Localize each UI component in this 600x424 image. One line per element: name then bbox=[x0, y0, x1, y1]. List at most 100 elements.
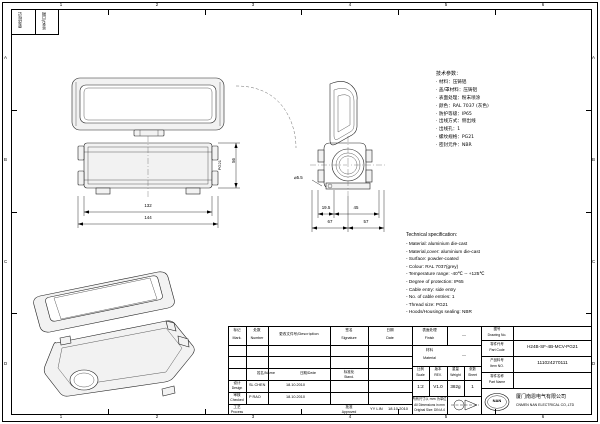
frame-tick bbox=[301, 9, 302, 15]
spec-en-line: - Material,cover: aluminium die-cast bbox=[406, 248, 480, 254]
tb-divider bbox=[228, 356, 412, 357]
spec-cn-line: · 表面处理：粉末喷涂 bbox=[436, 95, 481, 101]
frame-col-label-6: 6 bbox=[541, 2, 545, 7]
tb-label-stand: 标准化 bbox=[343, 370, 355, 374]
tb-label-drawing-no: 图号 bbox=[493, 327, 501, 331]
frame-tick bbox=[495, 9, 496, 15]
company-name-cn: 厦门南恩电气有限公司 bbox=[516, 394, 567, 400]
revision-corner-divider bbox=[35, 9, 36, 35]
dim-label-hole-diameter: ⌀5.5 bbox=[294, 175, 303, 180]
tb-divider bbox=[228, 368, 412, 369]
tb-divider bbox=[481, 340, 592, 341]
tb-divider bbox=[447, 396, 448, 415]
tb-divider bbox=[330, 326, 331, 404]
tb-label-product-code: 产品料号 bbox=[490, 358, 504, 362]
tb-note-en1: All Dimensions in mm bbox=[414, 403, 445, 407]
frame-col-label-2-bottom: 2 bbox=[155, 414, 159, 419]
dim-label-67: 67 bbox=[327, 219, 333, 224]
tb-header-sign-en: Signature bbox=[341, 336, 357, 340]
tb-divider bbox=[228, 380, 412, 381]
frame-tick bbox=[205, 409, 206, 415]
tb-label-date-col: 日期/Date bbox=[299, 371, 317, 375]
tb-label-weight-en: Weight bbox=[450, 373, 461, 377]
tb-value-surface: — bbox=[462, 332, 466, 337]
tb-value-weight: 382g bbox=[450, 384, 461, 389]
frame-tick bbox=[11, 212, 17, 213]
frame-tick bbox=[586, 313, 592, 314]
dim-label-132: 132 bbox=[144, 203, 152, 208]
dimension-front-132 bbox=[77, 196, 219, 228]
tb-approve-date: 18.10.2010 bbox=[388, 406, 409, 411]
frame-col-label-5: 5 bbox=[444, 2, 448, 7]
tb-divider bbox=[513, 326, 514, 388]
tb-value-sheet: 1 bbox=[471, 384, 474, 389]
tb-label-rev-en: REV. bbox=[434, 373, 442, 377]
spec-en-line: - Colour: RAL 7037(grey) bbox=[406, 263, 459, 269]
spec-en-line: - Degree of protection: IP65 bbox=[406, 279, 464, 285]
spec-cn-line: · 密封元件：NBR bbox=[436, 143, 472, 149]
frame-row-label-a-right: A bbox=[592, 55, 595, 60]
frame-tick bbox=[11, 313, 17, 314]
tb-note-cn: 所有尺寸以 mm 为单位 bbox=[412, 397, 447, 401]
tb-label-name-col: 姓名/Name bbox=[257, 371, 275, 375]
spec-en-line: - No. of cable entries: 1 bbox=[406, 294, 455, 300]
frame-col-label-3: 3 bbox=[251, 2, 255, 7]
tb-divider bbox=[268, 326, 269, 404]
tb-header-mark-en: Mark. bbox=[232, 336, 242, 340]
frame-row-label-a: A bbox=[4, 55, 7, 60]
tb-label-sheet: 张数 bbox=[469, 367, 476, 371]
tb-label-stand-en: Stand. bbox=[344, 375, 354, 379]
view-front-housing bbox=[77, 136, 219, 198]
tb-check-date: 18.10.2010 bbox=[286, 395, 306, 399]
tb-value-part-code: H24B-SF-4B-MCV-PG21 bbox=[527, 344, 578, 349]
dim-label-pg21: PG21 bbox=[217, 160, 222, 171]
spec-en-line: - Material: aluminium die-cast bbox=[406, 241, 468, 246]
tb-divider bbox=[447, 366, 448, 396]
tb-label-drawing-no-en: Drawing No. bbox=[487, 333, 507, 337]
spec-en-line: - Temperature range: -40℃ -- +125℃ bbox=[406, 271, 485, 277]
view-side-section bbox=[235, 81, 386, 196]
tb-approve-name: YY LIN bbox=[370, 406, 383, 411]
title-block bbox=[228, 326, 592, 415]
dim-label-19-5: 19.5 bbox=[321, 205, 331, 210]
frame-row-label-b: B bbox=[4, 157, 7, 162]
tb-divider bbox=[481, 326, 482, 415]
tb-divider bbox=[246, 326, 247, 404]
dim-label-56: 56 bbox=[231, 158, 236, 163]
frame-col-label-2: 2 bbox=[155, 2, 159, 7]
tb-label-design: 设计 bbox=[233, 381, 241, 385]
frame-col-label-1-bottom: 1 bbox=[59, 414, 63, 419]
company-logo-text: NAN bbox=[492, 398, 502, 403]
tb-value-material: — bbox=[462, 352, 466, 357]
spec-cn-block: 技术参数： · 材料：压铸铝 · 盖/罩材料：压铸铝 · 表面处理：粉末喷涂 ·… bbox=[436, 70, 586, 150]
tb-header-qty: 处数 bbox=[253, 328, 261, 332]
tb-divider bbox=[412, 396, 481, 397]
frame-row-label-c: C bbox=[4, 259, 8, 264]
tb-label-scale: 比例 bbox=[417, 367, 424, 371]
dim-label-45: 45 bbox=[353, 205, 359, 210]
tb-design-date: 18.10.2010 bbox=[286, 383, 306, 387]
tb-label-material-en: Material bbox=[423, 356, 436, 360]
spec-cn-line: · 出线方式：侧出线 bbox=[436, 119, 476, 125]
spec-en-block: Technical specification: - Material: alu… bbox=[406, 232, 586, 316]
tb-check-name: P RAO bbox=[249, 395, 261, 399]
frame-tick bbox=[11, 110, 17, 111]
tb-divider bbox=[412, 326, 413, 415]
frame-tick bbox=[586, 212, 592, 213]
spec-cn-line: · 颜色：RAL 7037 (灰色) bbox=[436, 103, 489, 109]
tb-label-design-en: Design bbox=[231, 386, 243, 390]
spec-cn-line: · 盖/罩材料：压铸铝 bbox=[436, 87, 478, 93]
tb-label-part-code: 零件代号 bbox=[490, 342, 504, 346]
tb-label-surface-en: Finish bbox=[424, 336, 435, 340]
tb-label-approve: 批准 bbox=[345, 405, 353, 409]
tb-header-sign: 签名 bbox=[345, 328, 353, 332]
projection-symbol-icon bbox=[451, 399, 479, 411]
frame-col-label-3-bottom: 3 bbox=[251, 414, 255, 419]
frame-col-label-1: 1 bbox=[59, 2, 63, 7]
dim-label-57: 57 bbox=[363, 219, 369, 224]
frame-tick bbox=[398, 9, 399, 15]
tb-label-scale-en: Scale bbox=[416, 373, 425, 377]
spec-en-line: - Cable entry: side entry bbox=[406, 286, 456, 292]
frame-tick bbox=[495, 409, 496, 415]
spec-en-line: - Surface: powder-coated bbox=[406, 256, 459, 262]
